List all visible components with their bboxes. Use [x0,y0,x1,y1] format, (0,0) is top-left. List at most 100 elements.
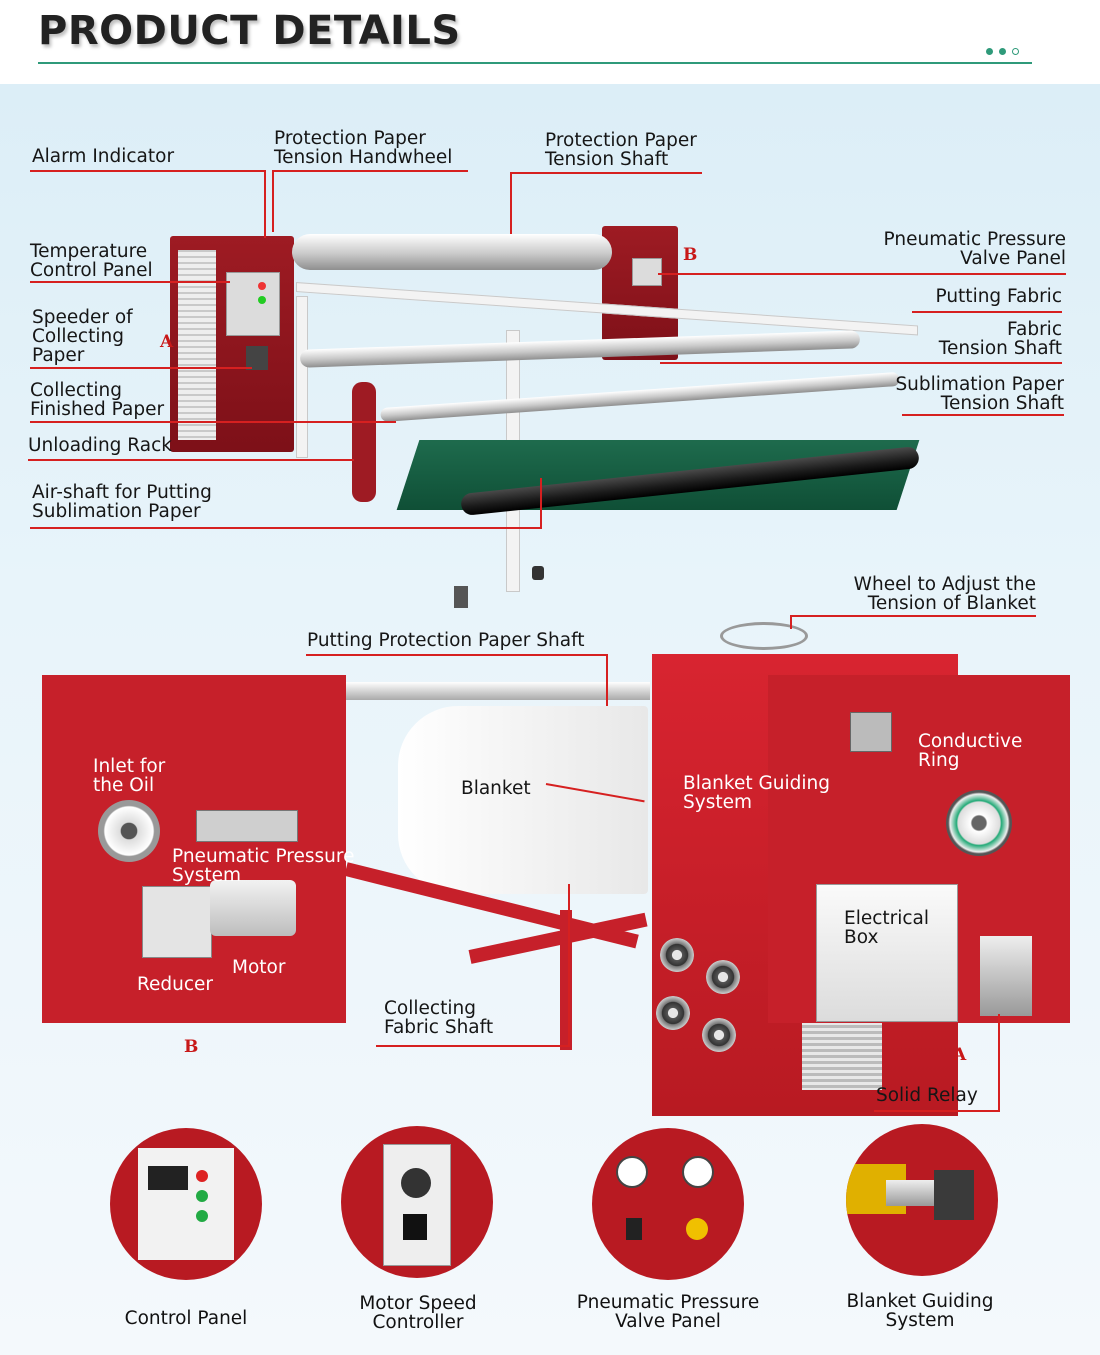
marker-a: A [953,1045,967,1065]
solid-relay-icon [980,936,1032,1016]
fan-icon [656,996,690,1030]
gear-box-icon [850,712,892,752]
unloading-rack-icon [352,382,376,502]
dot-icon [986,48,993,55]
fan-icon [702,1018,736,1052]
air-shaft-label: Air-shaft for Putting Sublimation Paper [32,482,212,522]
conductive-ring-icon [946,790,1012,856]
panel-face-icon [138,1148,234,1260]
leader-line [30,421,396,423]
foot-icon [454,586,468,608]
electrical-box-label: Electrical Box [844,908,930,948]
leader-line [272,170,468,172]
frame-leg [560,910,572,1050]
controller-face-icon [383,1144,451,1266]
indicator-light-icon [258,296,266,304]
leader-line [510,172,512,234]
dial-icon [401,1168,431,1198]
leader-line [874,1110,1000,1112]
leader-line [264,170,266,238]
marker-a: A [160,332,174,352]
fan-icon [660,938,694,972]
motor-icon [210,880,296,936]
pneumatic-pressure-valve-panel-label: Pneumatic Pressure Valve Panel [883,229,1066,269]
conductive-ring-label: Conductive Ring [918,731,1023,771]
gauge-icon [616,1156,648,1188]
main-drum [292,234,612,270]
display-icon [148,1166,188,1190]
alarm-indicator-label: Alarm Indicator [32,146,175,167]
blanket-label: Blanket [461,778,531,799]
putting-fabric-label: Putting Fabric [935,286,1063,307]
sublimation-paper-tension-shaft-label: Sublimation Paper Tension Shaft [895,374,1064,414]
leader-line [568,884,570,1047]
oil-inlet-icon [98,800,160,862]
page-header: PRODUCT DETAILS [0,0,1100,84]
leader-line [30,367,252,369]
motor-speed-controller-thumbnail [341,1126,493,1278]
collecting-fabric-shaft-label: Collecting Fabric Shaft [384,998,494,1038]
reducer-icon [142,886,212,958]
leader-line [658,273,1066,275]
gauge-icon [682,1156,714,1188]
leader-line [376,1045,570,1047]
pneumatic-valve-panel-thumbnail [592,1128,744,1280]
leader-line [660,362,1062,364]
leader-line [30,527,542,529]
leader-line [912,311,1062,313]
pneumatic-cylinder-icon [196,810,298,842]
leader-line [792,615,1036,617]
temperature-control-panel-label: Temperature Control Panel [30,241,153,281]
protection-paper-tension-shaft-label: Protection Paper Tension Shaft [545,130,697,170]
switch-icon [403,1214,427,1240]
switch-icon [626,1218,642,1240]
header-divider [38,62,1032,64]
wheel-icon [532,566,544,580]
control-panel-thumbnail [110,1128,262,1280]
leader-line [998,1014,1000,1112]
leader-line [902,414,1064,416]
tension-wheel-icon [720,622,808,650]
blanket-guiding-system-thumbnail [846,1124,998,1276]
valve-panel-icon [632,258,662,286]
button-icon [196,1170,208,1182]
marker-b: B [683,245,698,265]
electrical-box-icon [816,884,958,1022]
pagination-dots [986,42,1025,60]
reducer-label: Reducer [137,974,214,995]
indicator-light-icon [258,282,266,290]
fan-icon [706,960,740,994]
dot-icon [1012,48,1019,55]
leader-line [272,170,274,232]
inlet-for-oil-label: Inlet for the Oil [93,756,166,796]
component-label: Control Panel [124,1308,248,1329]
collecting-finished-paper-label: Collecting Finished Paper [30,380,165,420]
protection-paper-shaft [346,682,650,700]
leader-line [306,654,608,656]
leader-line [30,170,266,172]
button-icon [196,1210,208,1222]
valve-block-icon [934,1170,974,1220]
button-icon [196,1190,208,1202]
leader-line [30,281,230,283]
page-title: PRODUCT DETAILS [38,8,461,54]
leader-line [606,654,608,706]
fabric-tension-shaft-label: Fabric Tension Shaft [938,319,1062,359]
protection-paper-tension-handwheel-label: Protection Paper Tension Handwheel [274,128,453,168]
pneumatic-pressure-system-label: Pneumatic Pressure System [172,846,355,886]
component-label: Pneumatic Pressure Valve Panel [576,1292,760,1332]
component-label: Blanket Guiding System [846,1291,994,1331]
leader-line [28,459,354,461]
component-label: Motor Speed Controller [359,1293,477,1333]
putting-protection-paper-shaft-label: Putting Protection Paper Shaft [307,630,585,651]
temperature-control-panel-icon [226,272,280,336]
leader-line [512,172,702,174]
blanket-guiding-system-label: Blanket Guiding System [683,773,831,813]
blanket-drum [398,706,648,894]
leader-line [540,478,542,529]
unloading-rack-label: Unloading Rack [28,435,172,456]
vent-grille [802,1022,882,1090]
left-side-panel [42,675,346,1023]
marker-b: B [184,1037,199,1057]
motor-label: Motor [232,957,286,978]
